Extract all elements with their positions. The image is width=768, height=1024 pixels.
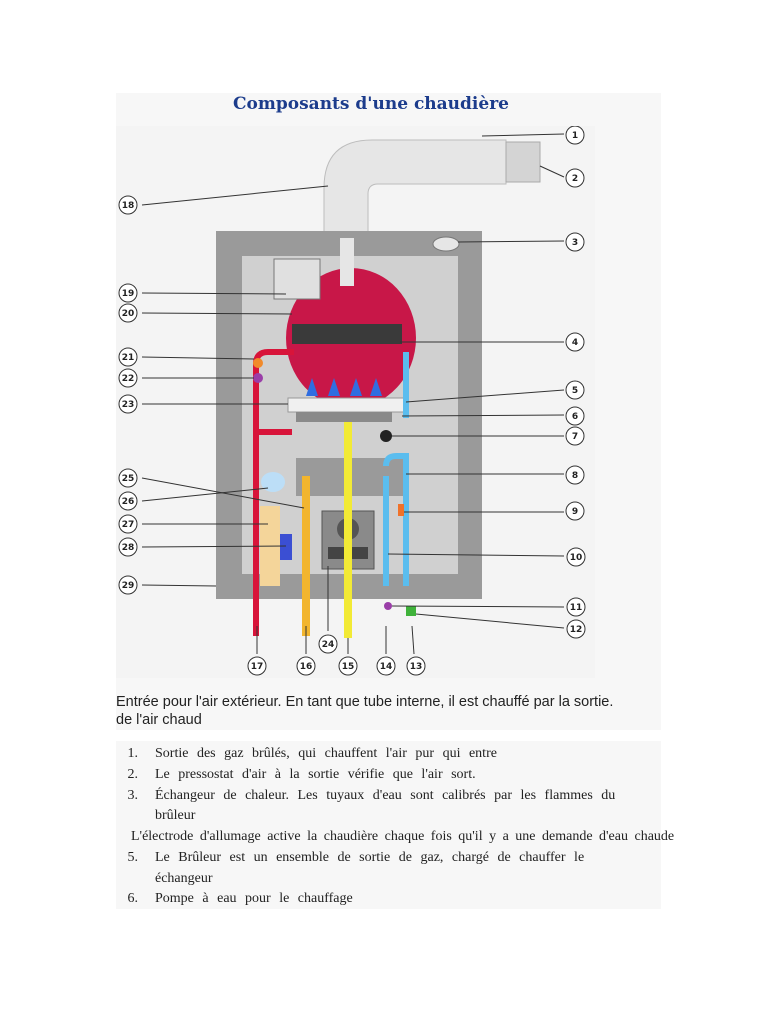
boiler-diagram: 1 2 3 4 5 6 7 8 9 10 11 12 13 14 15 16 1…: [116, 126, 595, 678]
svg-text:18: 18: [122, 201, 135, 211]
callout-label-24: 24: [318, 634, 338, 654]
callout-label-5: 5: [565, 380, 585, 400]
list-text-1: Sortie des gaz brûlés, qui chauffent l'a…: [155, 746, 497, 761]
list-item-4: L'électrode d'allumage active la chaudiè…: [131, 829, 674, 845]
cold-water-pipe: [383, 352, 409, 586]
callout-label-18: 18: [118, 195, 138, 215]
list-text-6: Pompe à eau pour le chauffage: [155, 891, 353, 906]
list-number-2: 2.: [127, 767, 139, 782]
svg-text:6: 6: [572, 412, 578, 422]
svg-text:15: 15: [342, 662, 355, 672]
callout-label-10: 10: [566, 547, 586, 567]
page-title: Composants d'une chaudière: [233, 94, 509, 114]
svg-text:17: 17: [251, 662, 264, 672]
list-text-4: L'électrode d'allumage active la chaudiè…: [131, 829, 675, 844]
svg-text:22: 22: [122, 374, 135, 384]
svg-text:8: 8: [572, 471, 578, 481]
svg-text:2: 2: [572, 174, 578, 184]
callout-label-20: 20: [118, 303, 138, 323]
callout-label-11: 11: [566, 597, 586, 617]
list-number-3: 3.: [127, 788, 139, 803]
callout-label-2: 2: [565, 168, 585, 188]
svg-text:25: 25: [122, 474, 135, 484]
callout-label-1: 1: [565, 126, 585, 145]
heat-exchanger: [286, 236, 460, 408]
svg-text:14: 14: [380, 662, 393, 672]
svg-text:5: 5: [572, 386, 578, 396]
svg-text:23: 23: [122, 400, 135, 410]
component-list-background: [116, 741, 661, 909]
svg-text:1: 1: [572, 131, 578, 141]
svg-text:19: 19: [122, 289, 135, 299]
burner: [287, 378, 407, 422]
svg-text:24: 24: [322, 640, 335, 650]
svg-text:12: 12: [570, 625, 583, 635]
pump: [380, 430, 392, 442]
callout-label-16: 16: [296, 656, 316, 676]
callout-label-29: 29: [118, 575, 138, 595]
svg-text:7: 7: [572, 432, 578, 442]
callout-label-26: 26: [118, 491, 138, 511]
svg-text:20: 20: [122, 309, 135, 319]
callout-label-15: 15: [338, 656, 358, 676]
svg-text:9: 9: [572, 507, 578, 517]
callout-label-21: 21: [118, 347, 138, 367]
list-text-5: Le Brûleur est un ensemble de sortie de …: [155, 850, 585, 865]
callout-label-6: 6: [565, 406, 585, 426]
callout-label-13: 13: [406, 656, 426, 676]
leader-lines: [141, 133, 565, 655]
flue-pipe: [323, 139, 541, 233]
list-text-5-continued: échangeur: [155, 871, 213, 886]
callout-label-9: 9: [565, 501, 585, 521]
svg-text:21: 21: [122, 353, 135, 363]
callout-label-8: 8: [565, 465, 585, 485]
callout-label-3: 3: [565, 232, 585, 252]
callout-label-27: 27: [118, 514, 138, 534]
svg-text:29: 29: [122, 581, 135, 591]
callout-label-14: 14: [376, 656, 396, 676]
callout-label-19: 19: [118, 283, 138, 303]
caption: Entrée pour l'air extérieur. En tant que…: [116, 693, 656, 729]
svg-text:13: 13: [410, 662, 423, 672]
callout-label-12: 12: [566, 619, 586, 639]
caption-line-1: Entrée pour l'air extérieur. En tant que…: [116, 694, 614, 710]
pressure-switch: [273, 258, 321, 300]
callout-label-7: 7: [565, 426, 585, 446]
callout-label-22: 22: [118, 368, 138, 388]
list-text-3: Échangeur de chaleur. Les tuyaux d'eau s…: [155, 788, 616, 803]
svg-text:3: 3: [572, 238, 578, 248]
svg-text:28: 28: [122, 543, 135, 553]
callout-label-4: 4: [565, 332, 585, 352]
callout-label-28: 28: [118, 537, 138, 557]
list-number-5: 5.: [127, 850, 139, 865]
caption-line-2: de l'air chaud: [116, 712, 202, 728]
callout-label-17: 17: [247, 656, 267, 676]
callout-label-23: 23: [118, 394, 138, 414]
list-number-1: 1.: [127, 746, 139, 761]
svg-text:4: 4: [572, 338, 578, 348]
list-number-6: 6.: [127, 891, 139, 906]
callout-label-25: 25: [118, 468, 138, 488]
svg-text:10: 10: [570, 553, 583, 563]
svg-text:26: 26: [122, 497, 135, 507]
sensors: [253, 358, 416, 616]
list-text-2: Le pressostat d'air à la sortie vérifie …: [155, 767, 476, 782]
list-text-3-continued: brûleur: [155, 808, 196, 823]
gas-line: [302, 422, 352, 638]
svg-text:27: 27: [122, 520, 135, 530]
svg-text:16: 16: [300, 662, 313, 672]
svg-text:11: 11: [570, 603, 583, 613]
